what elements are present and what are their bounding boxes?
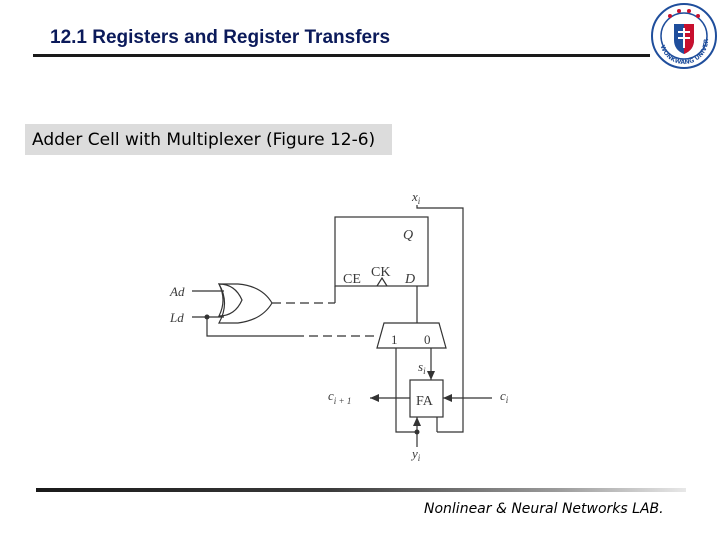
fa-label: FA <box>416 394 434 409</box>
clock-triangle <box>376 276 388 287</box>
carry-in-arrowhead <box>443 394 452 402</box>
university-seal-icon: WONKWANG UNIVERSITY <box>647 0 718 70</box>
q-feedback-wire <box>395 372 417 433</box>
ld-junction-dot <box>204 314 210 320</box>
carry-out-arrowhead <box>370 394 379 402</box>
section-subtitle: Adder Cell with Multiplexer (Figure 12-6… <box>25 124 392 155</box>
title-divider <box>33 54 650 57</box>
q-label: Q <box>403 228 413 243</box>
si-arrowhead <box>427 371 435 380</box>
multiplexer <box>376 322 447 349</box>
page-title: 12.1 Registers and Register Transfers <box>50 27 391 48</box>
si-label: si <box>418 359 426 376</box>
ad-label: Ad <box>169 284 185 299</box>
ck-label: CK <box>371 265 390 280</box>
ld-branch-wire <box>206 317 295 337</box>
xi-label: xi <box>411 189 421 206</box>
xi-wire <box>416 205 464 433</box>
or-gate <box>218 283 243 317</box>
lab-name: Nonlinear & Neural Networks LAB. <box>424 501 664 517</box>
footer-divider <box>36 488 686 492</box>
yi-label: yi <box>410 446 421 463</box>
fa-junction-dot <box>414 429 420 435</box>
flip-flop-box <box>334 216 429 287</box>
ce-label: CE <box>343 272 361 287</box>
ld-label: Ld <box>169 310 184 325</box>
d-label: D <box>404 272 415 287</box>
mux-input-0-label: 0 <box>424 332 431 347</box>
mux-input-1-label: 1 <box>391 332 398 347</box>
ci-label: ci <box>500 388 509 405</box>
ci1-label: ci + 1 <box>328 388 351 406</box>
or-gate-body <box>217 283 273 324</box>
yi-arrowhead <box>413 417 421 426</box>
